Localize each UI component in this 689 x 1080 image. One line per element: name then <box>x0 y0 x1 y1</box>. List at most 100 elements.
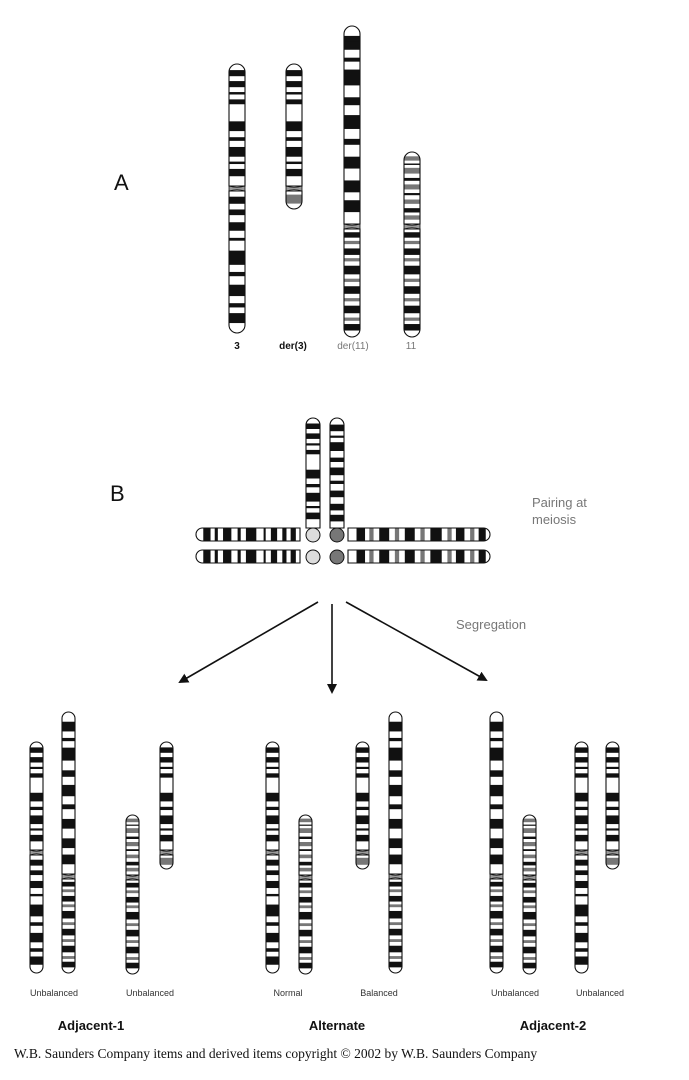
chromosome-band <box>160 807 173 810</box>
chromosome-band <box>246 528 256 541</box>
chromosome-band <box>490 838 503 848</box>
chromosome-band <box>126 890 139 893</box>
chromosome-band <box>299 842 312 846</box>
chromosome-band <box>575 870 588 875</box>
chromosome-band <box>389 855 402 865</box>
adj1-chromosome-3 <box>30 742 43 973</box>
chromosome-band <box>160 835 173 841</box>
chromosome-band <box>126 849 139 851</box>
chromosome-band <box>62 770 75 776</box>
chromosome-band <box>575 894 588 896</box>
chromosome-band <box>523 828 536 833</box>
chromosome-band <box>299 883 312 888</box>
chromosome-band <box>490 939 503 942</box>
alt-chromosome-11 <box>299 815 312 974</box>
chromosome-band <box>356 828 369 830</box>
centromere-marker <box>306 550 320 564</box>
chromosome-band <box>266 905 279 917</box>
chromosome-band <box>490 911 503 919</box>
chromosome-band <box>490 804 503 809</box>
chromosome-band <box>395 528 399 541</box>
chromosome-band <box>404 215 420 219</box>
chromosome-band <box>229 137 245 141</box>
chromosome-band <box>356 858 369 865</box>
mode-adjacent-2: Adjacent-2 <box>493 1018 613 1033</box>
panel-b-letter: B <box>110 481 125 507</box>
chromosome-band <box>404 279 420 282</box>
chromosome-band <box>404 286 420 294</box>
chromosome-band <box>229 222 245 231</box>
chromosome-band <box>404 298 420 301</box>
chromosome-band <box>575 860 588 866</box>
chromosome-der3 <box>286 64 302 209</box>
quadrivalent-left-upper <box>196 528 300 541</box>
chromosome-band <box>490 956 503 959</box>
chromosome-band <box>404 208 420 212</box>
chromosome-band <box>606 747 619 752</box>
chromosome-band <box>523 837 536 839</box>
chromosome-band <box>356 773 369 777</box>
outcome-label-6: Unbalanced <box>555 988 645 998</box>
chromosome-band <box>266 933 279 942</box>
chromosome-band <box>215 528 218 541</box>
chromosome-band <box>229 303 245 307</box>
outcome-label-5: Unbalanced <box>470 988 560 998</box>
chromosome-band <box>306 493 320 502</box>
chromosome-band <box>404 178 420 181</box>
chromosome-band <box>30 773 43 777</box>
chromosome-band <box>229 99 245 104</box>
chromosome-band <box>369 528 373 541</box>
chromosome-band <box>379 550 389 563</box>
chromosome-band <box>523 930 536 937</box>
chromosome-band <box>357 550 366 563</box>
chromosome-band <box>160 747 173 752</box>
chromosome-band <box>126 862 139 866</box>
adj2-chromosome-der11 <box>490 712 503 973</box>
chromosome-band <box>379 528 389 541</box>
chromosome-band <box>30 922 43 926</box>
chromosome-band <box>344 232 360 237</box>
chromosome-band <box>229 313 245 323</box>
chrom-label-11: 11 <box>381 341 441 352</box>
chromosome-band <box>389 785 402 796</box>
chromosome-band <box>126 819 139 823</box>
chromosome-band <box>344 97 360 105</box>
chromosome-band <box>389 819 402 829</box>
chromosome-band <box>404 164 420 165</box>
chromosome-band <box>420 550 424 563</box>
chromosome-band <box>299 837 312 839</box>
chromosome-band <box>523 905 536 908</box>
chromosome-band <box>62 838 75 848</box>
chromosome-band <box>266 773 279 777</box>
chromosome-band <box>523 923 536 926</box>
chromosome-band <box>62 738 75 741</box>
chromosome-band <box>470 528 474 541</box>
chromosome-band <box>306 484 320 487</box>
adj1-chromosome-der11 <box>62 712 75 973</box>
chromosome-band <box>575 956 588 964</box>
chromosome-band <box>404 193 420 195</box>
quadrivalent-top-right <box>330 418 344 528</box>
outcome-label-2: Unbalanced <box>105 988 195 998</box>
chromosome-band <box>306 433 320 439</box>
centromere-marker <box>306 528 320 542</box>
chromosome-band <box>299 890 312 893</box>
chromosome-band <box>389 882 402 887</box>
chromosome-band <box>490 904 503 907</box>
chromosome-band <box>389 722 402 732</box>
arrow-adjacent-1 <box>180 602 318 682</box>
chromosome-band <box>356 757 369 762</box>
chromosome-band <box>344 286 360 294</box>
chromosome-band <box>490 770 503 776</box>
chromosome-band <box>575 773 588 777</box>
pairing-note-line1: Pairing at <box>532 495 587 511</box>
adj1-chromosome-11 <box>126 815 139 974</box>
chromosome-band <box>404 318 420 321</box>
chromosome-band <box>490 896 503 902</box>
chromosome-band <box>490 946 503 953</box>
chromosome-band <box>404 168 420 174</box>
chromosome-band <box>282 550 286 563</box>
chromosome-band <box>299 825 312 826</box>
chromosome-band <box>404 258 420 261</box>
